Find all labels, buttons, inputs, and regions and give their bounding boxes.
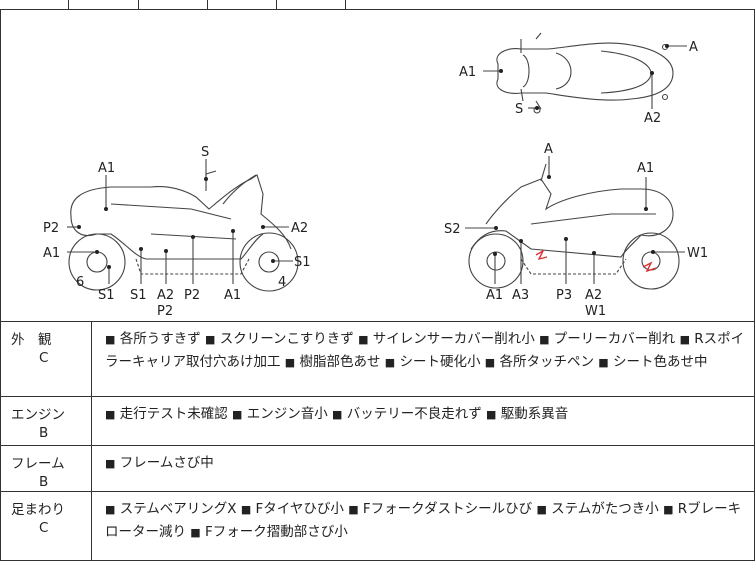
section-category: フレーム xyxy=(11,456,65,472)
list-item: Fフォーク摺動部さび小 xyxy=(205,524,348,540)
diagram-label: W1 xyxy=(687,246,708,261)
list-item: Rスポイラーキャリア取付穴あけ加工 xyxy=(105,331,745,370)
diagram-label: S1 xyxy=(98,288,115,303)
diagram-label: A1 xyxy=(637,161,654,176)
list-item: Fフォークダストシールひび xyxy=(362,501,533,517)
section-grade: C xyxy=(39,350,49,366)
list-item: 樹脂部色あせ xyxy=(299,354,381,370)
list-item: 各所タッチペン xyxy=(499,354,595,370)
section-category: 足まわり xyxy=(11,502,65,518)
section-row-exterior: 外 観 C ■ 各所うすきず ■ スクリーンこすりきず ■ サイレンサーカバー削… xyxy=(0,322,755,397)
diagram-label: A2 xyxy=(157,288,174,303)
strip-cell xyxy=(0,0,69,9)
diagram-label: A3 xyxy=(512,288,529,303)
diagram-label: A2 xyxy=(291,221,308,236)
scooter-diagram-svg: A A1 S A2 S A1 P2 A1 A2 S1 6 S1 S1 A2 P2… xyxy=(43,32,708,319)
diagram-label: A1 xyxy=(98,161,115,176)
diagram-label: S2 xyxy=(444,222,461,237)
strip-cell xyxy=(207,0,277,9)
diagram-label: A1 xyxy=(459,65,476,80)
diagram-label: S xyxy=(201,145,209,160)
diagram-label: W1 xyxy=(585,304,606,319)
diagram-label: S1 xyxy=(130,288,147,303)
table-top-strip xyxy=(0,0,755,10)
diagram-label: 4 xyxy=(278,275,286,290)
diagram-label: A1 xyxy=(224,288,241,303)
diagram-label: P2 xyxy=(157,304,173,319)
diagram-label: S xyxy=(515,102,523,117)
list-item: 駆動系異音 xyxy=(500,406,569,422)
section-row-suspension: 足まわり C ■ ステムベアリングX ■ Fタイヤひび小 ■ Fフォークダストシ… xyxy=(0,492,755,561)
section-head: 足まわり C xyxy=(1,492,92,560)
section-items: ■ ステムベアリングX ■ Fタイヤひび小 ■ Fフォークダストシールひび ■ … xyxy=(105,501,742,540)
scooter-top-view xyxy=(496,32,674,114)
list-item: バッテリー不良走れず xyxy=(346,406,482,422)
damage-diagram: A A1 S A2 S A1 P2 A1 A2 S1 6 S1 S1 A2 P2… xyxy=(0,9,755,322)
strip-cell xyxy=(276,0,346,9)
section-grade: B xyxy=(39,425,49,441)
section-row-frame: フレーム B ■ フレームさび中 xyxy=(0,446,755,492)
list-item: 各所うすきず xyxy=(119,331,201,347)
list-item: サイレンサーカバー削れ小 xyxy=(372,331,535,347)
section-items: ■ フレームさび中 xyxy=(105,455,214,471)
list-item: プーリーカバー削れ xyxy=(553,331,676,347)
scratch-mark xyxy=(642,261,657,273)
diagram-label: P2 xyxy=(43,221,59,236)
diagram-label: A2 xyxy=(585,288,602,303)
diagram-label: A1 xyxy=(486,288,503,303)
section-head: エンジン B xyxy=(1,397,92,445)
section-grade: B xyxy=(39,474,49,490)
list-item: シート色あせ中 xyxy=(613,354,708,370)
scratch-mark xyxy=(535,249,548,261)
section-grade: C xyxy=(39,520,49,536)
section-head: 外 観 C xyxy=(1,322,92,396)
strip-cell xyxy=(138,0,208,9)
list-item: フレームさび中 xyxy=(119,455,214,471)
list-item: スクリーンこすりきず xyxy=(219,331,354,347)
section-category: 外 観 xyxy=(11,332,52,348)
diagram-label: A xyxy=(689,40,698,55)
strip-cell xyxy=(68,0,139,9)
list-item: Fタイヤひび小 xyxy=(255,501,344,517)
list-item: シート硬化小 xyxy=(399,354,481,370)
section-items: ■ 各所うすきず ■ スクリーンこすりきず ■ サイレンサーカバー削れ小 ■ プ… xyxy=(105,331,745,370)
section-head: フレーム B xyxy=(1,446,92,491)
section-items: ■ 走行テスト未確認 ■ エンジン音小 ■ バッテリー不良走れず ■ 駆動系異音 xyxy=(105,406,569,422)
list-item: ステムがたつき小 xyxy=(551,501,659,517)
diagram-label: 6 xyxy=(76,275,84,290)
section-category: エンジン xyxy=(11,407,65,423)
diagram-label: P3 xyxy=(556,288,572,303)
list-item: エンジン音小 xyxy=(246,406,328,422)
damage-points xyxy=(77,44,669,269)
diagram-label: A2 xyxy=(644,111,661,126)
leader-lines xyxy=(67,45,687,284)
diagram-label: P2 xyxy=(184,288,200,303)
scooter-left-side-view xyxy=(68,170,299,292)
diagram-label: S1 xyxy=(294,255,311,270)
list-item: 走行テスト未確認 xyxy=(119,406,228,422)
list-item: ステムベアリングX xyxy=(119,501,237,517)
diagram-label: A1 xyxy=(43,246,60,261)
list-item: Rブレーキローター減り xyxy=(105,501,742,540)
section-row-engine: エンジン B ■ 走行テスト未確認 ■ エンジン音小 ■ バッテリー不良走れず … xyxy=(0,397,755,446)
diagram-label: A xyxy=(544,142,553,157)
